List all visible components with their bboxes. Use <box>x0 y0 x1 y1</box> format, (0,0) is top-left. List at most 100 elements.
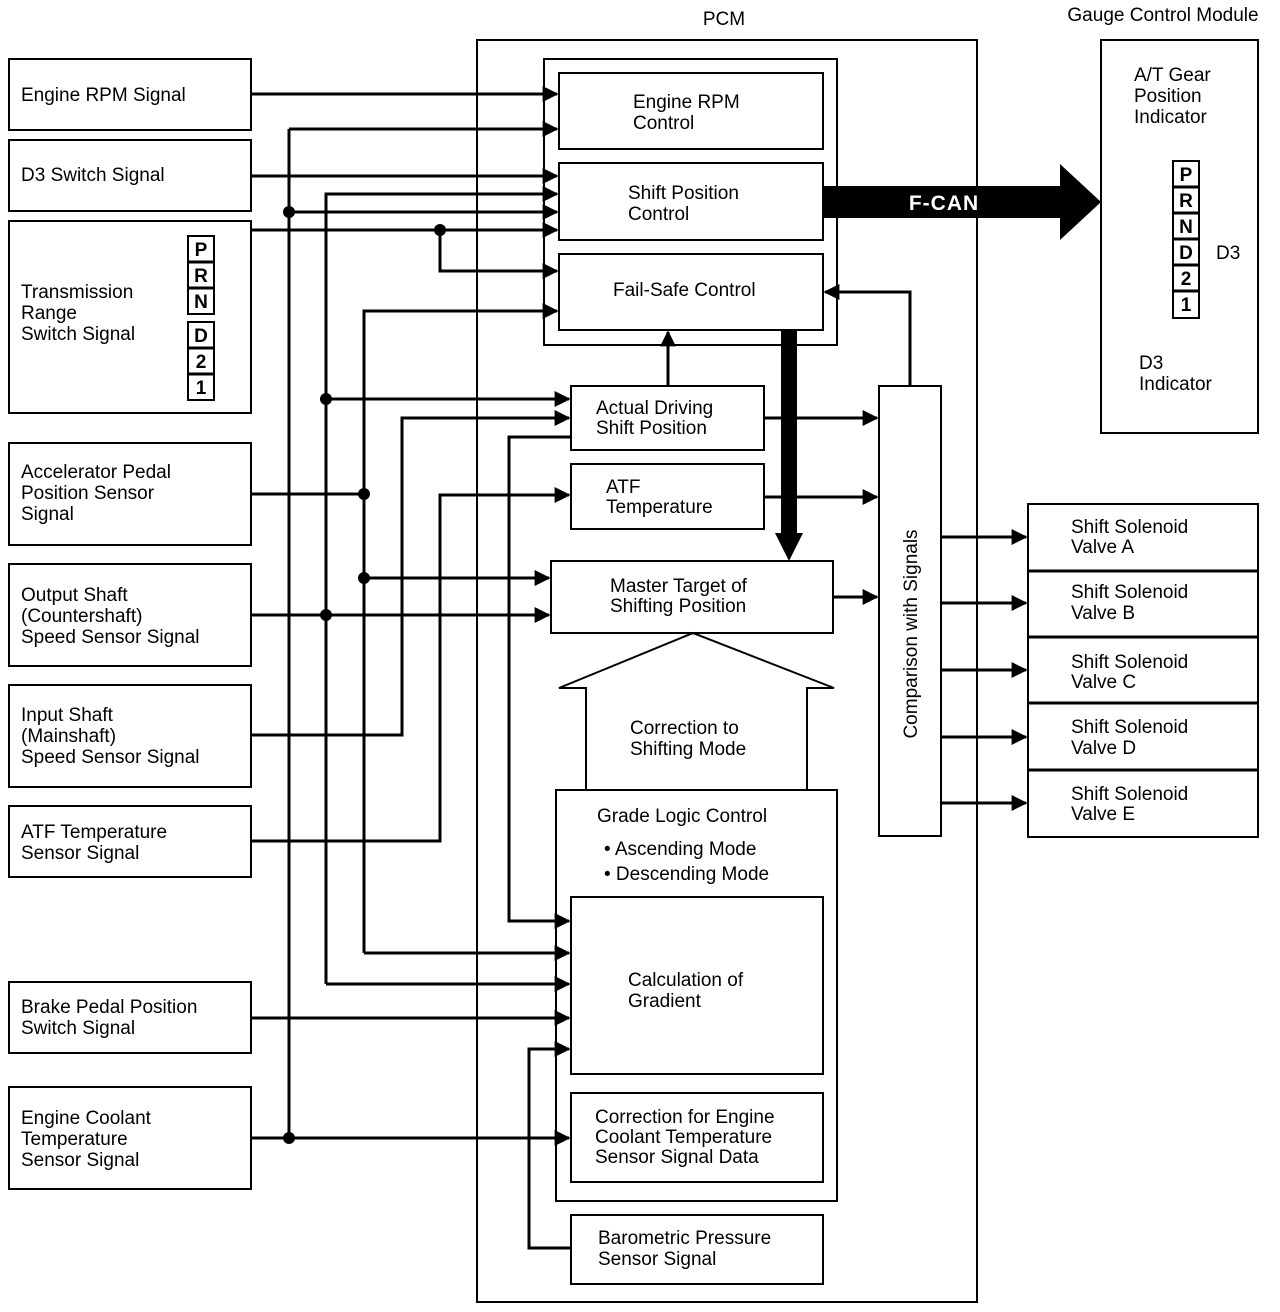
junction-dot <box>320 609 332 621</box>
solenoid-c-label: Valve C <box>1071 672 1136 693</box>
wire-actual-to-gradient <box>507 435 571 929</box>
wire-barometric <box>527 1041 571 1250</box>
input-trans-range-label: Range <box>21 303 77 324</box>
shift-position-control-label: Control <box>628 204 689 225</box>
actual-driving-label: Shift Position <box>596 418 707 439</box>
atf-temperature-label: ATF <box>606 477 640 498</box>
calc-gradient-label: Calculation of <box>628 970 744 991</box>
correction-mode-label: Correction to <box>630 718 739 739</box>
solenoid-a-label: Valve A <box>1071 537 1134 558</box>
actual-driving-label: Actual Driving <box>596 398 713 419</box>
solenoid-b-label: Valve B <box>1071 603 1135 624</box>
gear-label: 1 <box>196 378 207 399</box>
atf-temperature-box <box>570 463 765 530</box>
fail-safe-control-label: Fail-Safe Control <box>613 280 756 301</box>
fcan-label: F-CAN <box>909 192 979 215</box>
input-accel-pedal-label: Accelerator Pedal <box>21 462 171 483</box>
d3-label: D3 <box>1216 243 1240 264</box>
input-input-shaft-label: Input Shaft <box>21 705 114 726</box>
gear-label: N <box>194 292 208 313</box>
input-accel-pedal-label: Signal <box>21 504 74 525</box>
input-coolant-temp-label: Sensor Signal <box>21 1150 139 1171</box>
gauge-gear-label: D <box>1179 243 1193 264</box>
junction-dot <box>434 224 446 236</box>
coolant-correction-label: Coolant Temperature <box>595 1127 772 1148</box>
solenoid-e-label: Shift Solenoid <box>1071 784 1188 805</box>
failsafe-to-master-arrow <box>775 330 803 561</box>
gear-label: R <box>194 266 208 287</box>
gauge-gear-label: N <box>1179 217 1193 238</box>
calc-gradient-label: Gradient <box>628 991 702 1012</box>
input-accel-pedal-box <box>8 442 252 546</box>
solenoid-c-label: Shift Solenoid <box>1071 652 1188 673</box>
gear-group-d21 <box>187 321 215 401</box>
master-target-label: Shifting Position <box>610 596 746 617</box>
input-trans-range-label: Switch Signal <box>21 324 135 345</box>
gear-indicator-label: A/T Gear <box>1134 65 1211 86</box>
grade-mode-label: • Ascending Mode <box>604 839 756 860</box>
wire-range-to-failsafe <box>438 230 559 279</box>
comparison-box <box>878 385 942 837</box>
barometric-box <box>570 1214 824 1285</box>
shift-position-control-label: Shift Position <box>628 183 739 204</box>
input-output-shaft-label: Speed Sensor Signal <box>21 627 200 648</box>
solenoid-boxes <box>1027 503 1259 838</box>
correction-mode-arrow <box>558 631 835 790</box>
engine-rpm-control-label: Engine RPM <box>633 92 740 113</box>
wire-atf-temp <box>251 487 571 843</box>
input-coolant-temp-label: Engine Coolant <box>21 1108 152 1129</box>
input-coolant-temp-label: Temperature <box>21 1129 128 1150</box>
input-atf-temp-box <box>8 805 252 878</box>
gear-indicator-label: Indicator <box>1134 107 1208 128</box>
range-switch-gears: P R N D 2 1 <box>187 235 215 401</box>
wire-compare-to-failsafe <box>823 284 912 386</box>
gauge-gear-label: P <box>1180 165 1193 186</box>
input-d3-switch-box <box>8 139 252 212</box>
engine-rpm-control-label: Control <box>633 113 694 134</box>
coolant-correction-box <box>570 1092 824 1183</box>
correction-mode-label: Shifting Mode <box>630 739 746 760</box>
actual-driving-box <box>570 385 765 451</box>
junction-dots <box>283 206 446 1144</box>
d3-indicator-label: D3 <box>1139 353 1163 374</box>
labels: PCM Gauge Control Module Engine RPM Sign… <box>21 5 1259 1270</box>
pcm-title: PCM <box>703 9 745 30</box>
coolant-correction-label: Sensor Signal Data <box>595 1147 759 1168</box>
atf-temperature-label: Temperature <box>606 497 713 518</box>
junction-dot <box>320 393 332 405</box>
coolant-correction-label: Correction for Engine <box>595 1107 775 1128</box>
d3-indicator-label: Indicator <box>1139 374 1213 395</box>
junction-dot <box>283 1132 295 1144</box>
gear-label: P <box>195 240 208 261</box>
wire-coolant-bus <box>251 129 291 1140</box>
shift-position-control-box <box>558 162 824 241</box>
junction-dot <box>283 206 295 218</box>
input-accel-pedal-label: Position Sensor <box>21 483 155 504</box>
solenoid-d-label: Shift Solenoid <box>1071 717 1188 738</box>
input-input-shaft-label: (Mainshaft) <box>21 726 116 747</box>
input-engine-rpm-label: Engine RPM Signal <box>21 85 186 106</box>
input-trans-range-label: Transmission <box>21 282 133 303</box>
solenoid-group <box>1027 503 1259 838</box>
fcan-arrow <box>823 164 1101 240</box>
input-output-shaft-label: Output Shaft <box>21 585 128 606</box>
input-output-shaft-label: (Countershaft) <box>21 606 142 627</box>
wire-input-shaft <box>251 410 571 737</box>
input-d3-switch-label: D3 Switch Signal <box>21 165 165 186</box>
grade-mode-label: • Descending Mode <box>604 864 769 885</box>
input-brake-pedal-label: Switch Signal <box>21 1018 135 1039</box>
input-output-shaft-box <box>8 563 252 667</box>
gauge-gear-label: R <box>1179 191 1193 212</box>
master-target-box <box>550 560 834 634</box>
barometric-label: Sensor Signal <box>598 1249 716 1270</box>
solenoid-e-label: Valve E <box>1071 804 1135 825</box>
gauge-gear-label: 2 <box>1181 269 1192 290</box>
junction-dot <box>358 488 370 500</box>
comparison-label: Comparison with Signals <box>901 529 922 738</box>
gear-label: D <box>194 326 208 347</box>
solenoid-a-label: Shift Solenoid <box>1071 517 1188 538</box>
calc-gradient-box <box>570 896 824 1075</box>
gear-label: 2 <box>196 352 207 373</box>
gauge-gears: P R N D 2 1 <box>1172 160 1200 319</box>
